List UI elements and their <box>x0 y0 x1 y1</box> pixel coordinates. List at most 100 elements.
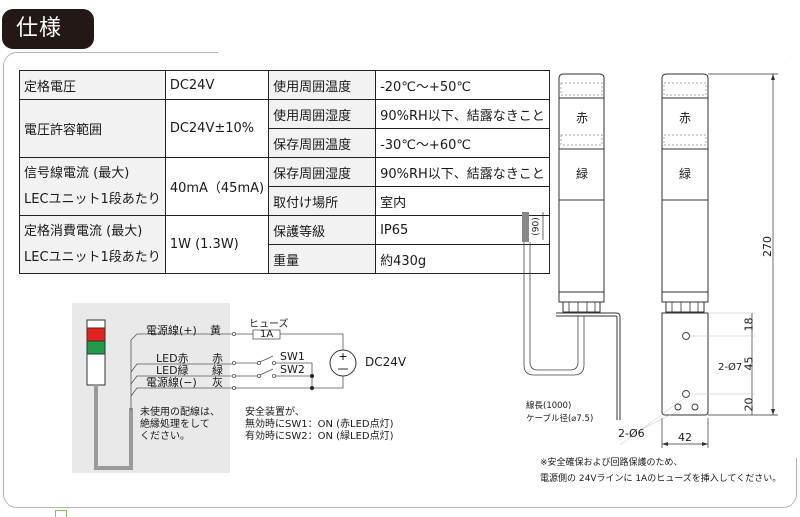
note-line: 未使用の配線は、 <box>140 407 220 418</box>
terminal <box>231 385 236 390</box>
dim-18: 18 <box>742 317 756 332</box>
spec-value: 40mA（45mA) <box>164 157 270 216</box>
dim-height: 270 <box>761 236 774 257</box>
decorative-box <box>55 510 67 517</box>
tower-base <box>558 291 605 303</box>
sw2-label: SW2 <box>280 363 305 376</box>
spec-label-multiline: 信号線電流 (最大) LECユニット1段あたり <box>19 157 166 216</box>
footnote-line: ※安全確保および回路保護のため、 <box>540 458 683 468</box>
cable-strip <box>522 212 529 242</box>
spec-value: 1W (1.3W) <box>164 215 270 274</box>
tower-red-tier <box>661 97 709 150</box>
unused-wire-note: 未使用の配線は、 絶縁処理をして ください。 <box>140 407 220 443</box>
frame-gap <box>218 48 800 56</box>
dim-20: 20 <box>742 397 756 412</box>
cable-length: 線長(1000) <box>526 401 572 411</box>
spec-value: -30℃～+60℃ <box>375 128 550 158</box>
spec-label: 電圧許容範囲 <box>19 99 166 158</box>
tower-green-tier <box>558 148 605 201</box>
note-line: ください。 <box>140 431 190 442</box>
wire-color: 赤 <box>212 352 223 365</box>
wire-green <box>130 375 232 385</box>
bracket-hole <box>674 403 682 411</box>
wire-label: LED赤 <box>156 352 189 365</box>
tier-label-red: 赤 <box>679 111 692 125</box>
terminal <box>231 360 236 365</box>
wire-color: 緑 <box>212 364 223 377</box>
tower-cap <box>558 73 605 99</box>
fuse-label: ヒューズ <box>249 319 289 330</box>
spec-label: 使用周囲温度 <box>268 70 377 100</box>
spec-label: 保存周囲温度 <box>268 128 377 158</box>
cable <box>94 385 133 470</box>
spec-table: 定格電圧 DC24V 使用周囲温度 -20℃～+50℃ 電圧許容範囲 DC24V… <box>19 70 550 274</box>
cable-diameter: ケーブル径(⌀7.5) <box>526 414 594 424</box>
tower-body <box>558 199 605 293</box>
fuse-value: 1A <box>260 329 274 340</box>
fuse <box>252 329 281 340</box>
spec-label-line: 信号線電流 (最大) <box>24 165 130 181</box>
tower-connector <box>562 301 601 313</box>
spec-value: DC24V <box>164 70 270 100</box>
wire-color: 黄 <box>210 324 221 337</box>
tower-body <box>661 199 709 293</box>
spec-value: 90%RH以下、結露なきこと <box>375 157 550 187</box>
dim-mount-holes: 2-Ø7 <box>718 362 743 373</box>
frame-gap-right <box>792 48 800 458</box>
spec-label: 保存周囲湿度 <box>268 157 377 187</box>
dim-strip: (90) <box>531 217 542 236</box>
dim-bracket-holes: 2-Ø6 <box>618 427 645 440</box>
wire-plus <box>130 333 232 410</box>
spec-value: 90%RH以下、結露なきこと <box>375 99 550 129</box>
tower-cap <box>661 73 709 99</box>
dim-45: 45 <box>742 356 756 371</box>
source-label: DC24V <box>365 355 407 369</box>
spec-label-line: LECユニット1段あたり <box>24 191 161 207</box>
wire-minus <box>130 387 232 397</box>
tower-red-tier <box>558 97 605 150</box>
tower-green-tier <box>661 148 709 201</box>
spec-label: 使用周囲湿度 <box>268 99 377 129</box>
dim-width: 42 <box>678 431 692 444</box>
terminal <box>231 373 236 378</box>
terminal <box>231 331 236 336</box>
spec-value: DC24V±10% <box>164 99 270 158</box>
safety-note: 安全装置が、 無効時にSW1：ON (赤LED点灯) 有効時にSW2：ON (緑… <box>245 407 394 443</box>
footnote: ※安全確保および回路保護のため、 電源側の 24Vラインに 1Aのヒューズを挿入… <box>540 455 781 487</box>
spec-label: 保護等級 <box>268 215 377 245</box>
note-line: 絶縁処理をして <box>140 419 210 430</box>
spec-value: 約430g <box>375 244 550 274</box>
cable-outline <box>523 242 585 376</box>
mount-hole <box>682 390 690 398</box>
spec-label-line: 定格消費電流 (最大) <box>24 223 143 239</box>
wire-label: 電源線(−) <box>146 376 197 389</box>
wire-color: 灰 <box>212 376 223 389</box>
dc-source <box>329 349 357 377</box>
switch-sw1 <box>259 355 274 363</box>
spec-value: IP65 <box>375 215 550 245</box>
sw1-label: SW1 <box>280 350 305 363</box>
bracket-front <box>661 312 709 416</box>
footnote-line: 電源側の 24Vラインに 1Aのヒューズを挿入してください。 <box>540 474 782 484</box>
tier-label-green: 緑 <box>576 167 589 181</box>
bracket-side <box>556 312 621 420</box>
wire-label: LED緑 <box>156 364 189 377</box>
switch-sw2 <box>259 368 274 376</box>
tower-base <box>661 291 709 303</box>
tier-label-red: 赤 <box>576 111 589 125</box>
wire-red <box>130 363 232 373</box>
tier-label-green: 緑 <box>679 167 692 181</box>
spec-label: 重量 <box>268 244 377 274</box>
spec-label-line: LECユニット1段あたり <box>24 249 161 265</box>
bracket-hole <box>691 403 699 411</box>
mount-hole <box>682 332 690 340</box>
note-line: 安全装置が、 <box>245 407 305 418</box>
spec-label: 取付け場所 <box>268 186 377 216</box>
wire-label: 電源線(+) <box>146 324 197 337</box>
spec-label-multiline: 定格消費電流 (最大) LECユニット1段あたり <box>19 215 166 274</box>
svg-text:+: + <box>338 350 347 363</box>
section-title: 仕様 <box>2 9 94 49</box>
tower-connector <box>665 301 705 313</box>
